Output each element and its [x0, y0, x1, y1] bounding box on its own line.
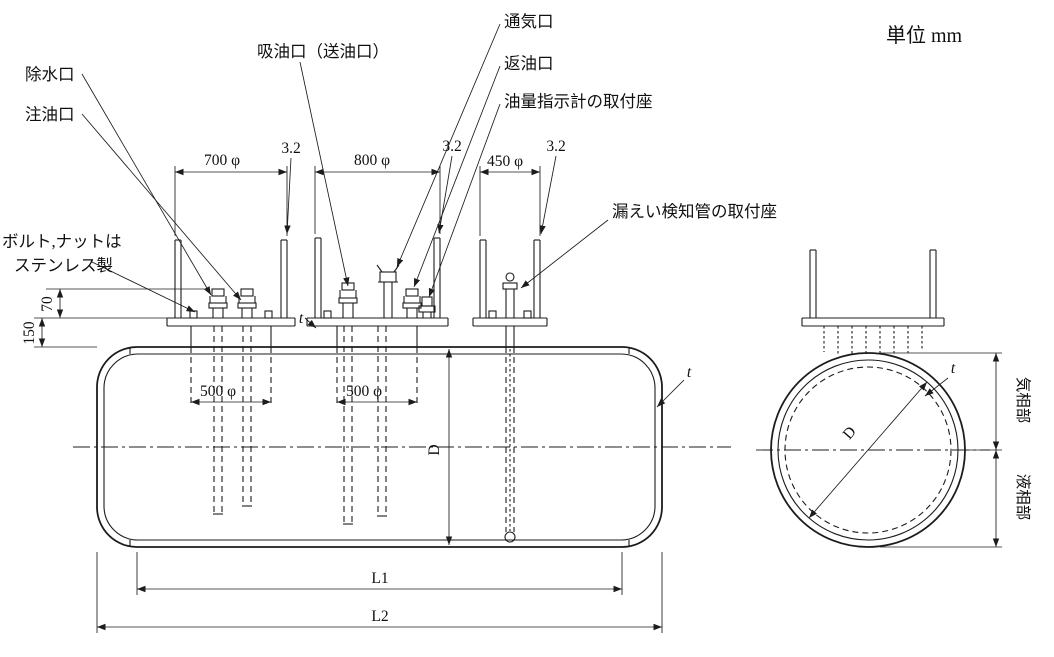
dim-text-700: 700 φ — [204, 152, 240, 169]
leader-plate-2 — [437, 155, 453, 234]
dim-text-plate1: 3.2 — [281, 140, 300, 157]
leader-gauge-seat — [428, 103, 501, 298]
labels: 単位 mm 通気口 吸油口（送油口） 返油口 油量指示計の取付座 除水口 注油口… — [2, 12, 1032, 625]
dim-text-150: 150 — [21, 321, 38, 345]
suction-fitting — [338, 282, 358, 318]
manhole-box-2 — [306, 237, 449, 406]
bolt-symbol — [264, 310, 273, 319]
callout-oil-fill: 注油口 — [25, 105, 75, 124]
leader-water-drain — [81, 73, 212, 296]
dim-text-450: 450 φ — [487, 153, 523, 170]
suction-pipe — [343, 326, 353, 525]
dim-text-500-2: 500 φ — [346, 383, 382, 400]
unit-label: 単位 mm — [886, 24, 963, 47]
callout-bolt-note-line1: ボルト,ナットは — [2, 232, 122, 251]
leak-detection-pipe — [502, 272, 518, 543]
callout-bolt-note-line2: ステンレス製 — [14, 256, 113, 275]
leader-oil-fill — [81, 113, 242, 301]
dim-text-plate2: 3.2 — [442, 138, 461, 155]
label-liquid-phase: 液相部 — [1014, 474, 1032, 521]
leader-t-section — [924, 377, 949, 397]
leader-plate-1 — [284, 157, 292, 235]
water-drain-fitting — [208, 288, 228, 318]
callout-vent: 通気口 — [504, 12, 554, 31]
side-view — [73, 237, 731, 548]
dim-text-500-1: 500 φ — [200, 383, 236, 400]
dim-text-t-section: t — [951, 360, 956, 377]
callout-gauge-seat: 油量指示計の取付座 — [504, 92, 653, 111]
leader-t-shell — [656, 379, 685, 408]
section-view — [756, 249, 1002, 548]
bolt-symbol — [323, 310, 332, 319]
leader-bolt-note — [91, 261, 196, 313]
manhole-box-3 — [472, 239, 548, 327]
dim-line-D-section — [808, 381, 928, 519]
leader-t-flange — [304, 317, 317, 329]
dim-text-800: 800 φ — [354, 152, 390, 169]
leader-leak-seat — [520, 219, 609, 289]
gauge-seat-fitting — [418, 296, 436, 318]
phase-dimensions — [880, 352, 1002, 548]
section-manhole-box — [801, 249, 945, 356]
callout-oil-return: 返油口 — [504, 54, 554, 73]
dim-text-t-flange: t — [299, 310, 304, 327]
dim-text-plate3: 3.2 — [546, 138, 565, 155]
vent-fitting — [376, 264, 400, 318]
dim-text-t-shell: t — [687, 364, 692, 381]
bolt-symbol — [488, 310, 497, 319]
leader-lines — [81, 23, 949, 408]
drain-pipe — [213, 326, 223, 515]
leader-suction — [299, 61, 350, 287]
leader-plate-3 — [539, 155, 557, 235]
callout-leak-seat: 漏えい検知管の取付座 — [612, 202, 777, 221]
dim-text-70: 70 — [39, 296, 56, 312]
label-gas-phase: 気相部 — [1014, 377, 1032, 424]
dim-text-L1: L1 — [371, 570, 388, 587]
callout-suction: 吸油口（送油口） — [257, 42, 389, 61]
dim-text-D: D — [426, 444, 443, 455]
fill-pipe — [242, 326, 252, 507]
bolt-symbol — [523, 310, 532, 319]
leader-vent — [396, 23, 501, 268]
dim-text-L2: L2 — [371, 608, 388, 625]
dimension-lines — [34, 166, 663, 633]
callout-water-drain: 除水口 — [25, 65, 75, 84]
section-bolt-row — [823, 326, 923, 356]
manhole-box-1 — [166, 239, 296, 406]
return-pipe — [377, 326, 387, 517]
leader-return — [413, 65, 501, 288]
